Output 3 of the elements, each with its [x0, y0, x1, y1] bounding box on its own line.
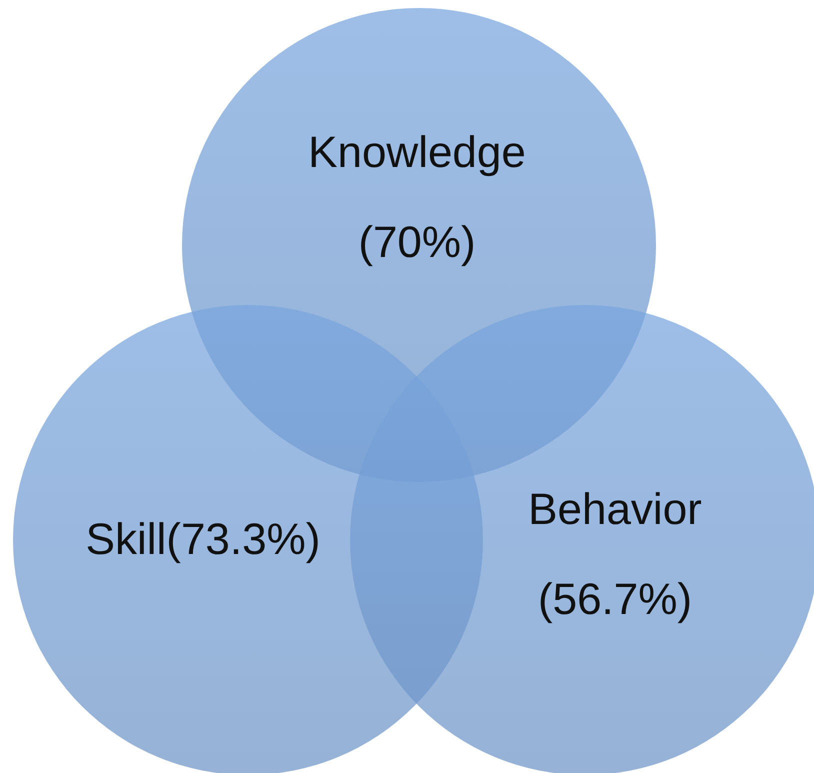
- circle-label: Skill(73.3%): [84, 514, 322, 566]
- circle-label: Knowledge (70%): [307, 127, 527, 269]
- circle-label: Behavior (56.7%): [527, 484, 703, 626]
